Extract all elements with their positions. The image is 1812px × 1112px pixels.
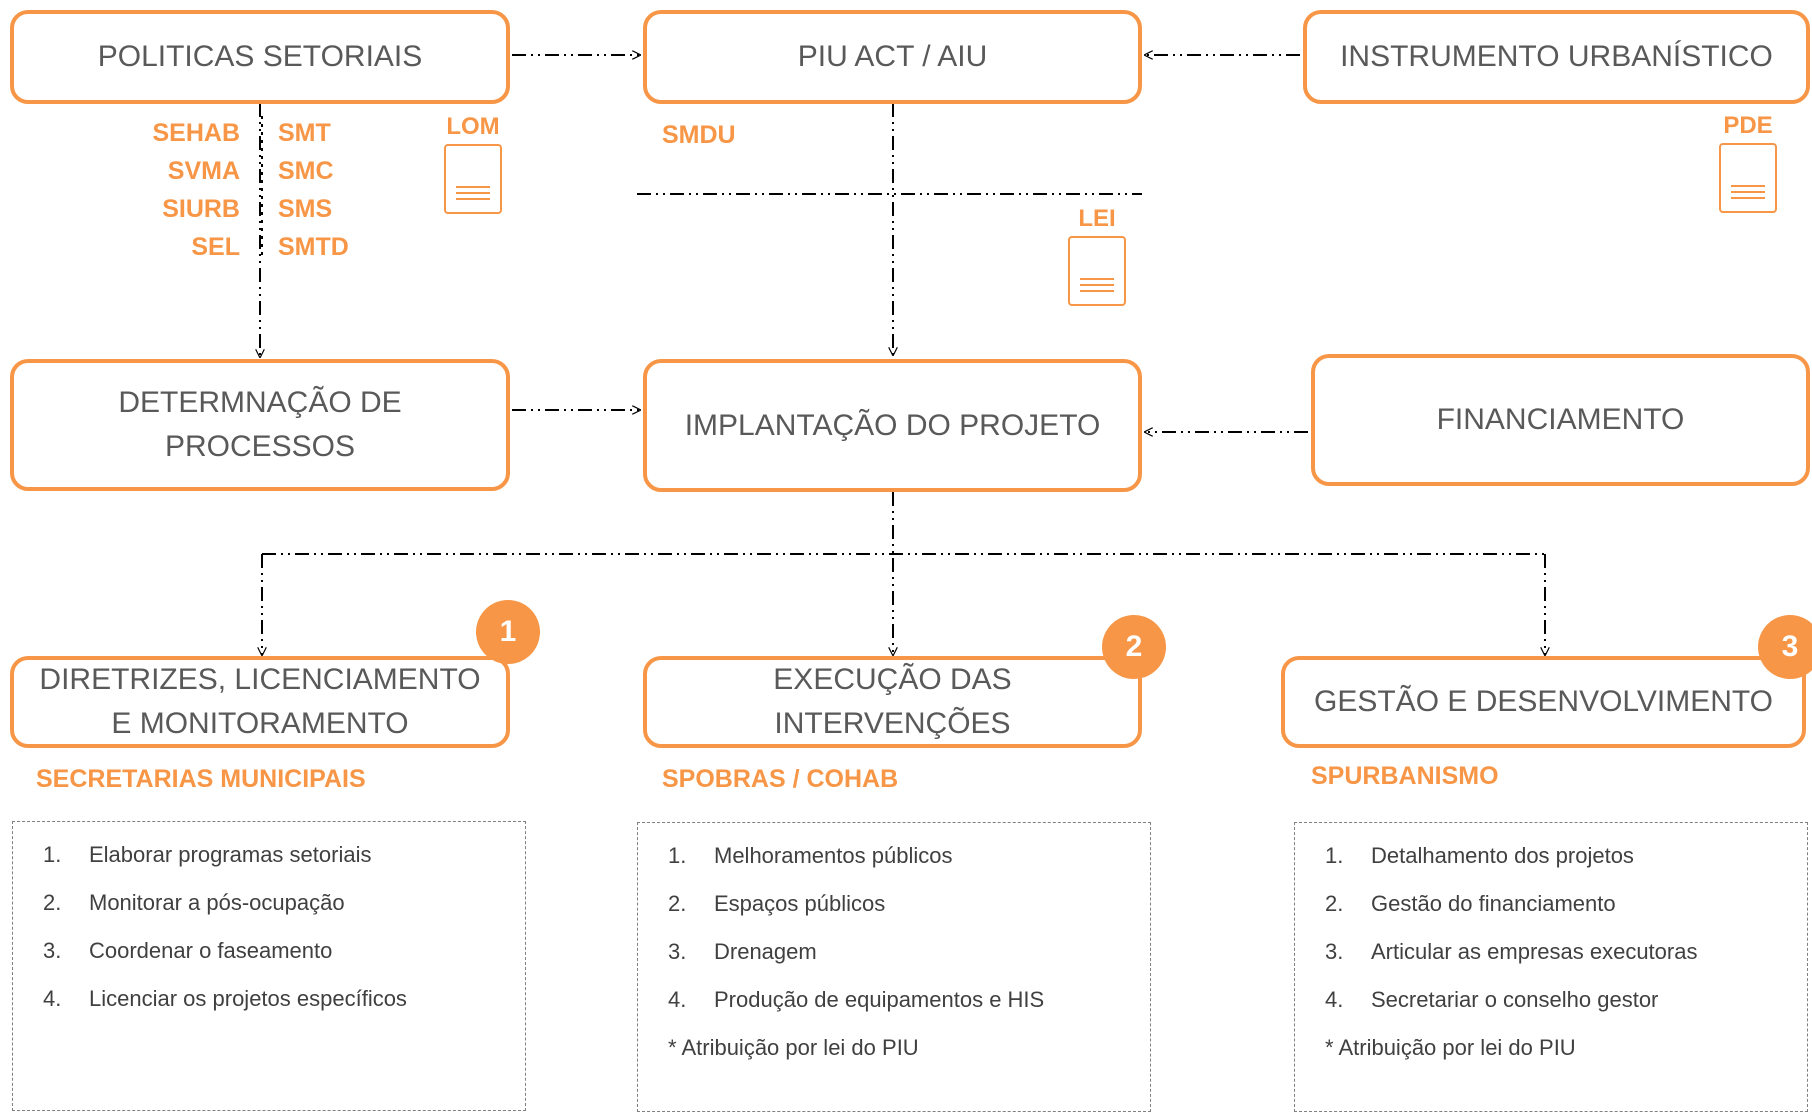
document-page-icon (444, 144, 502, 214)
item-number: 2. (43, 890, 62, 915)
secretaria-label: SEHAB (152, 119, 240, 147)
item-number: 1. (1325, 843, 1344, 868)
box-label: DIRETRIZES, LICENCIAMENTO E MONITORAMENT… (39, 663, 481, 740)
item-text: Monitorar a pós-ocupação (89, 890, 345, 915)
item-number: 2. (1325, 891, 1344, 916)
box-financiamento: FINANCIAMENTO (1311, 354, 1810, 486)
box-label: INSTRUMENTO URBANÍSTICO (1340, 40, 1773, 73)
item-text: Drenagem (714, 939, 817, 964)
item-number: 4. (1325, 987, 1344, 1012)
org-label: SPOBRAS / COHAB (662, 765, 899, 793)
box-determinacao-processos: DETERMNAÇÃO DE PROCESSOS (10, 359, 510, 491)
box-label: DETERMNAÇÃO DE PROCESSOS (118, 386, 402, 463)
box-label: EXECUÇÃO DAS INTERVENÇÕES (773, 663, 1012, 740)
document-icon-lei: LEI (1066, 206, 1128, 308)
secretaria-label: SMS (278, 195, 333, 223)
secretaria-label: SMC (278, 157, 334, 185)
box-label: FINANCIAMENTO (1436, 403, 1685, 436)
task-list: 1. Detalhamento dos projetos 2. Gestão do … (1294, 822, 1808, 1112)
secretaria-label: SIURB (162, 195, 240, 223)
badge-3: 3 (1758, 615, 1812, 679)
secretaria-label: SMTD (278, 233, 349, 261)
document-icon-pde: PDE (1717, 113, 1779, 215)
list-item: 2. Gestão do financiamento (1325, 891, 1616, 917)
box-piu-act-aiu: PIU ACT / AIU (643, 10, 1142, 104)
item-number: 4. (668, 987, 687, 1012)
document-label: LEI (1078, 205, 1116, 232)
item-number: 3. (668, 939, 687, 964)
box-diretrizes: DIRETRIZES, LICENCIAMENTO E MONITORAMENT… (10, 656, 510, 748)
box-execucao: EXECUÇÃO DAS INTERVENÇÕES (643, 656, 1142, 748)
list-item: 2. Monitorar a pós-ocupação (43, 890, 345, 916)
box-label: POLITICAS SETORIAIS (97, 40, 423, 73)
document-page-icon (1068, 236, 1126, 306)
secretaria-label: SMT (278, 119, 331, 147)
footnote: * Atribuição por lei do PIU (1325, 1035, 1576, 1060)
list-item: 1. Detalhamento dos projetos (1325, 843, 1634, 869)
task-list: 1. Melhoramentos públicos 2. Espaços públi… (637, 822, 1151, 1112)
list-item: 1. Elaborar programas setoriais (43, 842, 371, 868)
list-item: 3. Articular as empresas executoras (1325, 939, 1697, 965)
list-item: 3. Coordenar o faseamento (43, 938, 332, 964)
document-label: LOM (446, 113, 500, 140)
secretaria-label: SVMA (167, 157, 240, 185)
box-instrumento-urbanistico: INSTRUMENTO URBANÍSTICO (1303, 10, 1810, 104)
org-label: SPURBANISMO (1311, 762, 1499, 790)
document-page-icon (1719, 143, 1777, 213)
box-gestao: GESTÃO E DESENVOLVIMENTO (1281, 656, 1806, 748)
badge-1: 1 (476, 600, 540, 664)
item-number: 1. (43, 842, 62, 867)
smdu-label: SMDU (662, 121, 736, 149)
item-text: Produção de equipamentos e HIS (714, 987, 1045, 1012)
badge-2: 2 (1102, 615, 1166, 679)
document-icon-lom: LOM (442, 114, 504, 216)
item-number: 1. (668, 843, 687, 868)
list-item: 4. Licenciar os projetos específicos (43, 986, 407, 1012)
box-implantacao-projeto: IMPLANTAÇÃO DO PROJETO (643, 359, 1142, 492)
item-text: Licenciar os projetos específicos (89, 986, 407, 1011)
item-text: Coordenar o faseamento (89, 938, 333, 963)
item-number: 3. (43, 938, 62, 963)
item-text: Elaborar programas setoriais (89, 842, 372, 867)
list-item: 1. Melhoramentos públicos (668, 843, 952, 869)
task-list: 1. Elaborar programas setoriais 2. Monitor… (12, 821, 526, 1111)
item-number: 3. (1325, 939, 1344, 964)
document-label: PDE (1723, 112, 1773, 139)
list-item: 3. Drenagem (668, 939, 817, 965)
box-label: IMPLANTAÇÃO DO PROJETO (684, 408, 1101, 442)
item-number: 4. (43, 986, 62, 1011)
list-item: 2. Espaços públicos (668, 891, 885, 917)
secretaria-label: SEL (191, 233, 240, 261)
item-text: Articular as empresas executoras (1371, 939, 1698, 964)
item-text: Secretariar o conselho gestor (1371, 987, 1659, 1012)
box-label: PIU ACT / AIU (797, 40, 988, 73)
list-item: 4. Produção de equipamentos e HIS (668, 987, 1044, 1013)
item-number: 2. (668, 891, 687, 916)
item-text: Melhoramentos públicos (714, 843, 953, 868)
footnote: * Atribuição por lei do PIU (668, 1035, 919, 1060)
item-text: Espaços públicos (714, 891, 886, 916)
org-label: SECRETARIAS MUNICIPAIS (36, 765, 366, 793)
list-item: 4. Secretariar o conselho gestor (1325, 987, 1658, 1013)
box-politicas-setoriais: POLITICAS SETORIAIS (10, 10, 510, 104)
item-text: Gestão do financiamento (1371, 891, 1616, 916)
box-label: GESTÃO E DESENVOLVIMENTO (1314, 685, 1773, 718)
item-text: Detalhamento dos projetos (1371, 843, 1634, 868)
